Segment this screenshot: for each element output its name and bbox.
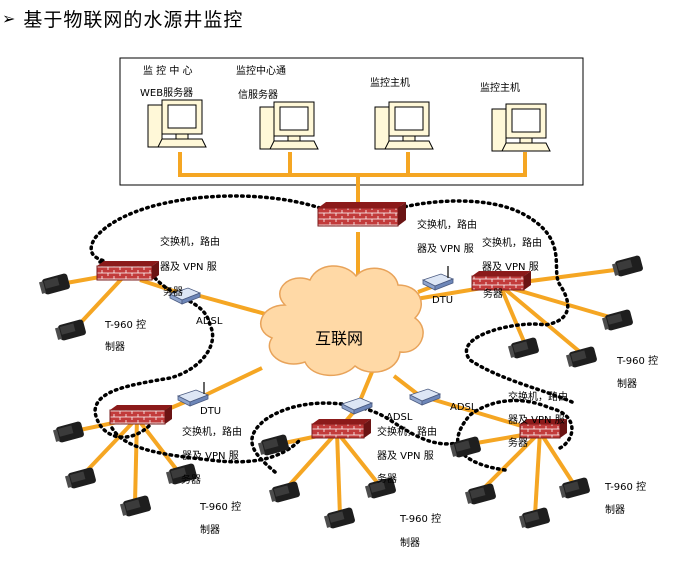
ll-ctrl-line2: 制器 xyxy=(200,523,220,536)
ll-link-label: DTU xyxy=(200,406,221,417)
page-title: 基于物联网的水源井监控 xyxy=(23,8,244,31)
controller-icon xyxy=(507,336,540,360)
ll-router-line3: 务器 xyxy=(181,473,201,486)
controller-icon xyxy=(64,466,97,490)
ml-router-line1: 交换机，路由 xyxy=(377,425,437,438)
ml-ctrl-line2: 制器 xyxy=(400,536,420,549)
controller-icon xyxy=(449,435,482,459)
lu-ctrl-line1: T-960 控 xyxy=(104,318,146,331)
ru-router-line2: 器及 VPN 服 xyxy=(482,261,539,273)
rl-ctrl-line1: T-960 控 xyxy=(604,480,646,493)
controller-icon xyxy=(565,345,598,369)
controller-icon xyxy=(558,476,591,500)
controller-icon xyxy=(268,480,301,504)
router-right-lower-icon xyxy=(519,419,567,439)
ml-router-line3: 务器 xyxy=(377,472,397,485)
router-middle-lower-icon xyxy=(311,419,371,439)
ru-router-line1: 交换机，路由 xyxy=(482,236,542,249)
internet-label: 互联网 xyxy=(315,329,363,348)
lu-ctrl-line2: 制器 xyxy=(105,340,125,353)
rl-ctrl-line2: 制器 xyxy=(605,503,625,516)
ru-link-label: DTU xyxy=(432,295,453,306)
rl-router-line2: 器及 VPN 服 xyxy=(508,414,565,426)
ru-ctrl-line2: 制器 xyxy=(617,377,637,390)
controller-icon xyxy=(323,506,356,530)
rl-router-line3: 务器 xyxy=(508,436,528,449)
controller-icon xyxy=(464,482,497,506)
monitor-host-1-computer-icon xyxy=(374,101,434,150)
node-2-line1: 监控中心通 xyxy=(236,64,286,77)
controller-icon xyxy=(52,420,85,444)
node-1-line2: WEB服务器 xyxy=(140,86,193,99)
router-left-lower-icon xyxy=(109,405,172,425)
top-router-line1: 交换机，路由 xyxy=(417,218,477,231)
comm-server-computer-icon xyxy=(259,101,319,150)
controller-icon xyxy=(38,272,71,296)
top-router-line2: 器及 VPN 服 xyxy=(417,243,474,255)
node-1-line1: 监 控 中 心 xyxy=(143,64,193,77)
controller-icon xyxy=(518,506,551,530)
rl-link-label: ADSL xyxy=(450,402,477,413)
router-right-upper-icon xyxy=(471,271,531,291)
internet-cloud-icon xyxy=(260,265,424,377)
dtu-right-upper-icon xyxy=(422,266,454,291)
ml-link-label: ADSL xyxy=(386,412,413,423)
ru-router-line3: 务器 xyxy=(483,287,503,300)
bullet-icon: ➢ xyxy=(2,8,16,28)
ru-ctrl-line1: T-960 控 xyxy=(616,354,658,367)
controller-icon xyxy=(119,494,152,518)
ll-router-line1: 交换机，路由 xyxy=(182,425,242,438)
lu-router-line2: 器及 VPN 服 xyxy=(160,261,217,273)
title-row: ➢ 基于物联网的水源井监控 xyxy=(2,4,243,32)
ll-router-line2: 器及 VPN 服 xyxy=(182,450,239,462)
node-2-line2: 信服务器 xyxy=(238,88,278,101)
vpn-dotted-loop xyxy=(89,194,574,474)
controller-icon xyxy=(601,308,634,332)
rl-router-line1: 交换机，路由 xyxy=(508,390,568,403)
router-top-icon xyxy=(317,202,406,227)
monitor-host-2-computer-icon xyxy=(491,103,551,152)
web-server-computer-icon xyxy=(147,99,207,148)
lu-router-line3: 务器 xyxy=(163,285,183,298)
dtu-left-lower-icon xyxy=(177,382,209,407)
ml-router-line2: 器及 VPN 服 xyxy=(377,450,434,462)
controller-icon xyxy=(54,318,87,342)
lu-router-line1: 交换机，路由 xyxy=(160,235,220,248)
controller-icon xyxy=(611,254,644,278)
router-left-upper-icon xyxy=(96,261,159,281)
lu-link-label: ADSL xyxy=(196,316,223,327)
node-4-line1: 监控主机 xyxy=(480,81,520,94)
ml-ctrl-line1: T-960 控 xyxy=(399,512,441,525)
adsl-modem-middle-icon xyxy=(341,397,373,415)
node-3-line1: 监控主机 xyxy=(370,76,410,89)
ll-ctrl-line1: T-960 控 xyxy=(199,500,241,513)
